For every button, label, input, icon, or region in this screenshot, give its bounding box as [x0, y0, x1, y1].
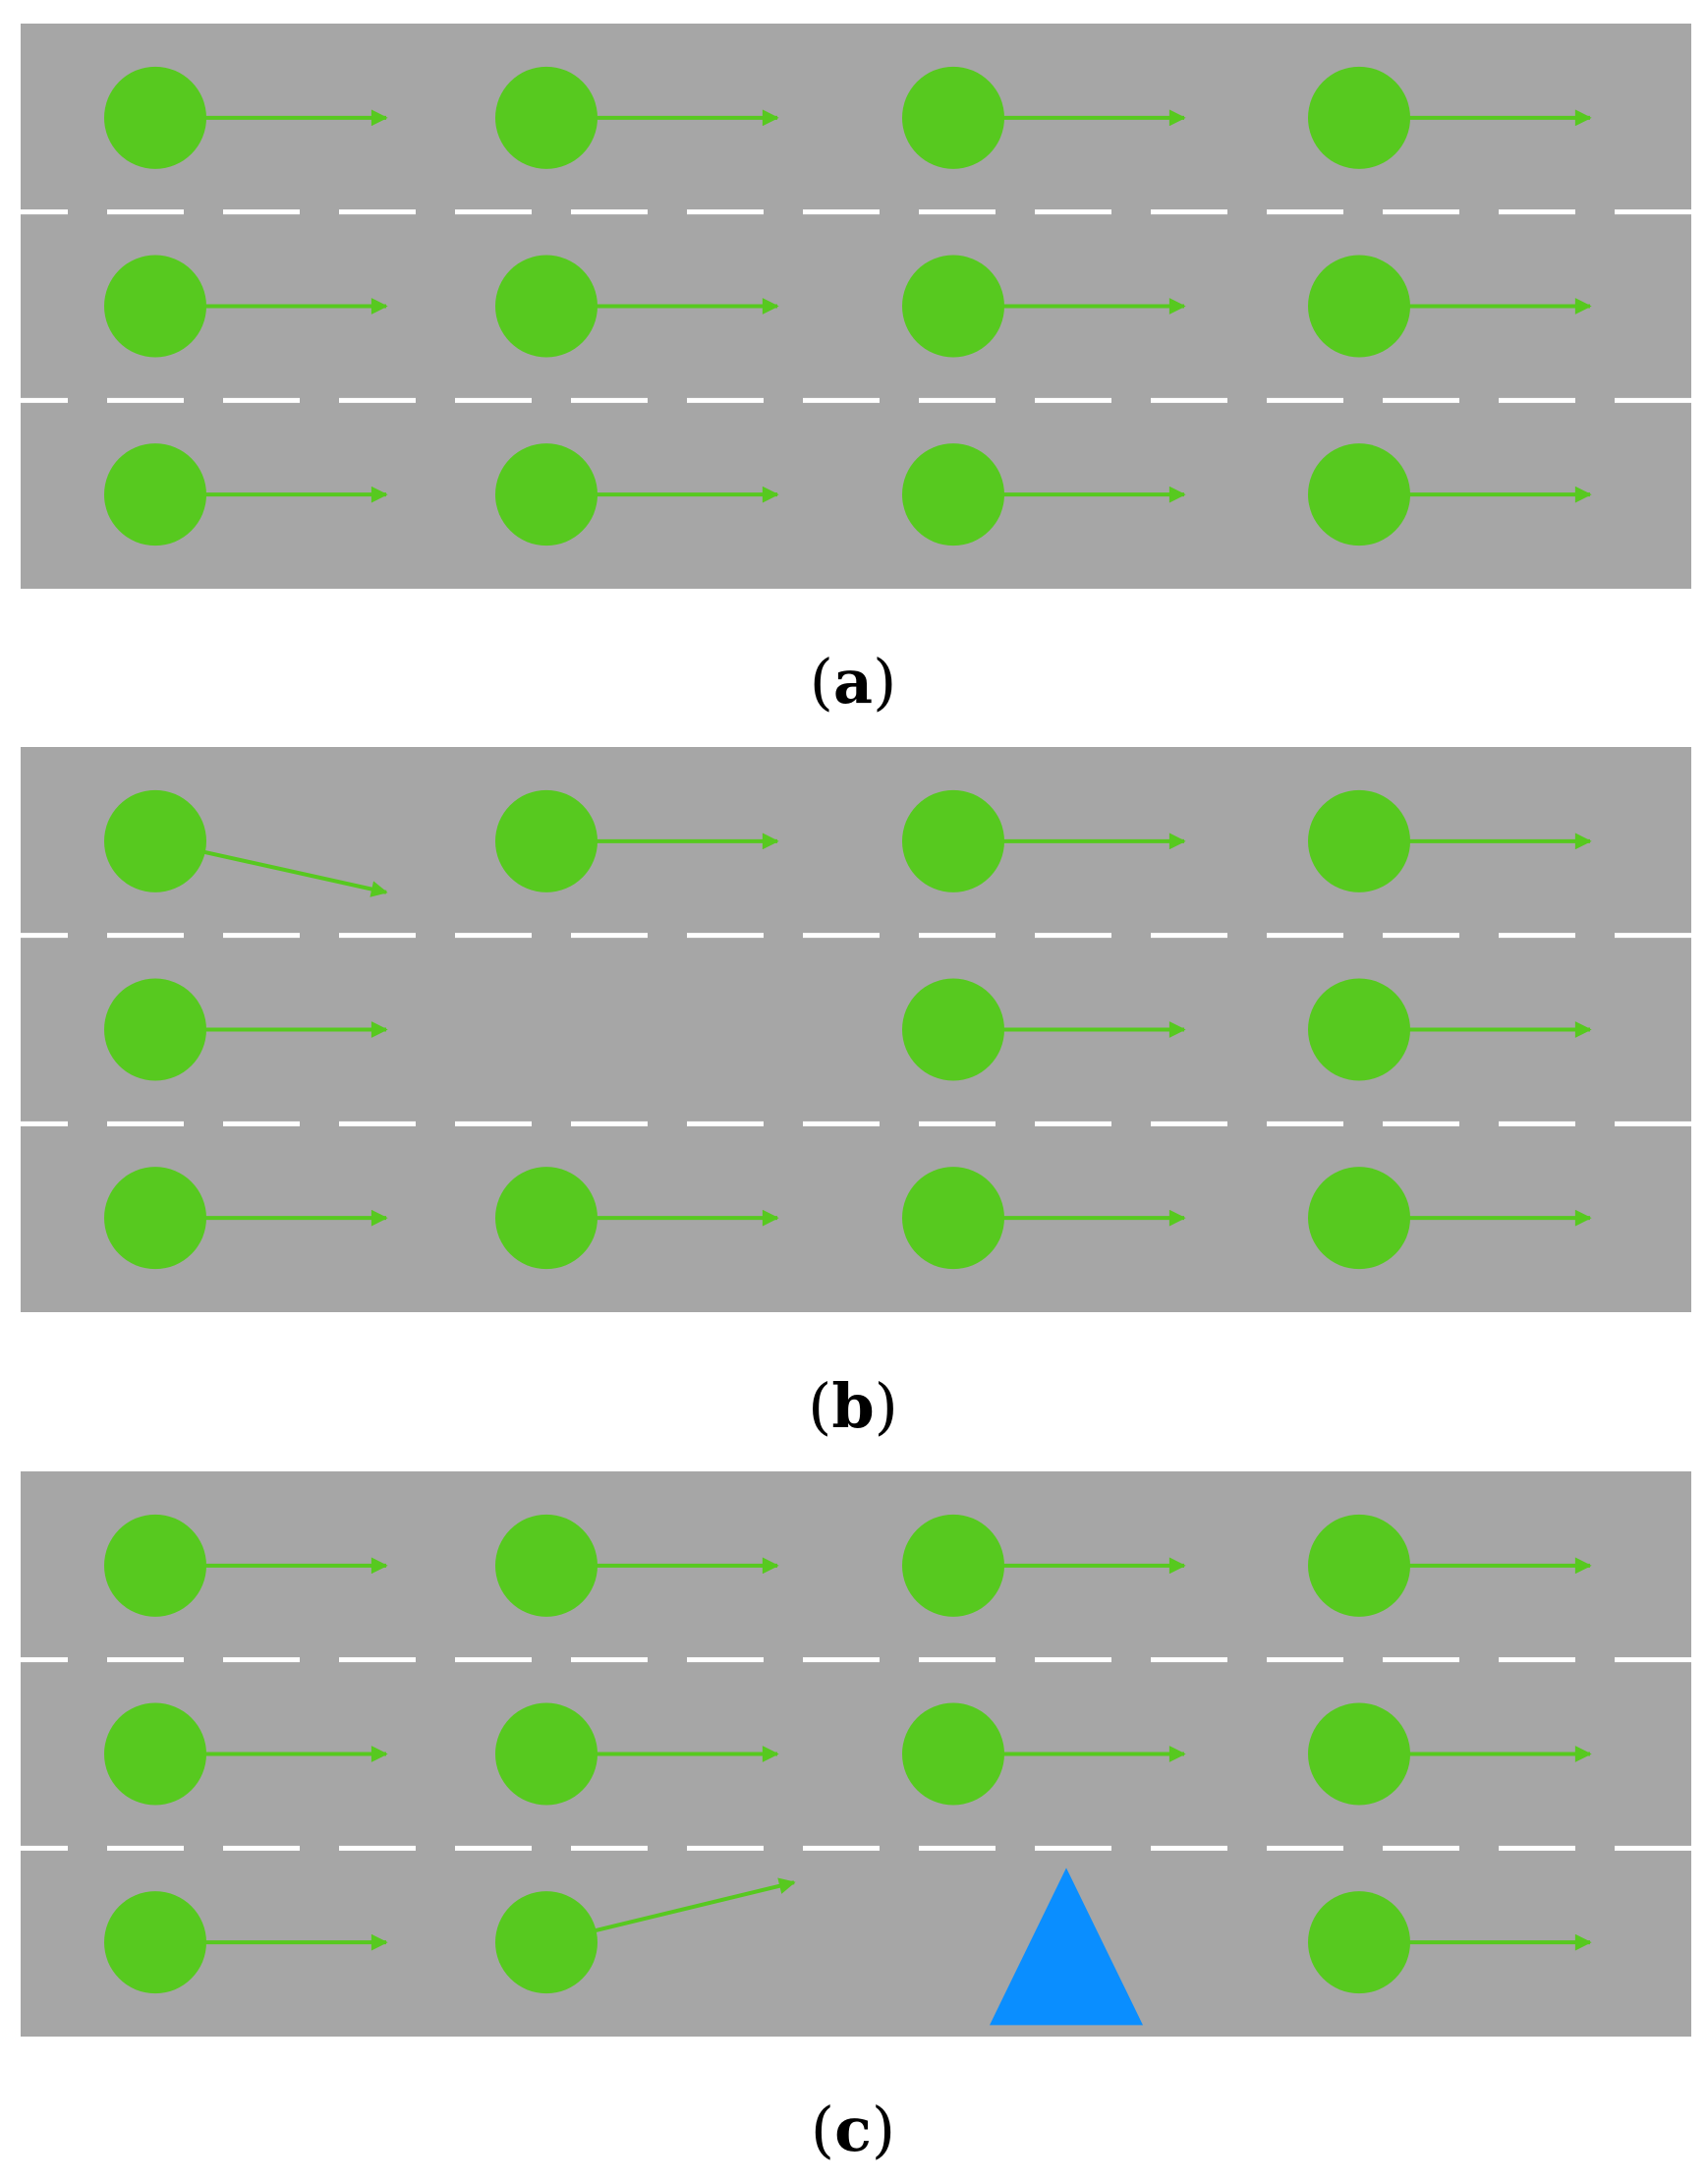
- panel-c: (c): [21, 1471, 1691, 2165]
- vehicle-circle: [902, 1702, 1004, 1806]
- vehicle: [1308, 1514, 1592, 1617]
- vehicle: [104, 789, 388, 897]
- vehicle-circle: [1308, 66, 1410, 169]
- vehicle-circle: [1308, 1167, 1410, 1270]
- caption-close-paren: ): [875, 1370, 898, 1442]
- vehicle: [902, 1702, 1186, 1806]
- vehicle: [1308, 1167, 1592, 1270]
- vehicle: [902, 255, 1186, 358]
- caption-open-paren: (: [811, 2094, 834, 2165]
- vehicle: [495, 1167, 779, 1270]
- vehicle: [104, 1702, 388, 1806]
- vehicle-circle: [104, 1167, 206, 1270]
- vehicle: [1308, 789, 1592, 892]
- caption-open-paren: (: [808, 1370, 831, 1442]
- vehicle: [495, 66, 779, 169]
- vehicle: [495, 255, 779, 358]
- vehicle-circle: [495, 66, 597, 169]
- caption-open-paren: (: [810, 646, 833, 718]
- vehicle-circle: [902, 1514, 1004, 1617]
- caption-letter: b: [831, 1370, 874, 1442]
- panel-caption: (c): [811, 2094, 895, 2165]
- vehicle: [495, 1877, 796, 1994]
- vehicle: [902, 978, 1186, 1081]
- vehicle-circle: [495, 789, 597, 892]
- vehicle-circle: [104, 1702, 206, 1806]
- vehicle: [104, 255, 388, 358]
- panel-caption: (b): [808, 1370, 898, 1442]
- vehicle-circle: [104, 443, 206, 546]
- vehicle-circle: [495, 443, 597, 546]
- vehicle-circle: [495, 1891, 597, 1994]
- vehicle-circle: [1308, 789, 1410, 892]
- vehicle-circle: [104, 1891, 206, 1994]
- vehicle: [495, 789, 779, 892]
- vehicle-circle: [495, 1167, 597, 1270]
- vehicle: [104, 66, 388, 169]
- vehicle: [902, 789, 1186, 892]
- vehicle: [902, 443, 1186, 546]
- vehicle: [104, 978, 388, 1081]
- vehicle-circle: [104, 789, 206, 892]
- panel-caption: (a): [810, 646, 897, 718]
- vehicle: [902, 66, 1186, 169]
- vehicle: [104, 1167, 388, 1270]
- panel-b: (b): [21, 747, 1691, 1442]
- vehicle-circle: [104, 255, 206, 358]
- obstacle-triangle: [990, 1868, 1143, 2026]
- vehicle: [1308, 66, 1592, 169]
- vehicle: [902, 1167, 1186, 1270]
- vehicle: [104, 1891, 388, 1994]
- vehicle: [1308, 443, 1592, 546]
- vehicle: [1308, 978, 1592, 1081]
- caption-letter: c: [834, 2094, 872, 2165]
- panel-a: (a): [21, 24, 1691, 718]
- vehicle-circle: [902, 443, 1004, 546]
- vehicle-circle: [902, 66, 1004, 169]
- vehicle-circle: [1308, 978, 1410, 1081]
- vehicle-circle: [902, 1167, 1004, 1270]
- vehicle: [495, 443, 779, 546]
- caption-close-paren: ): [872, 2094, 895, 2165]
- vehicle: [1308, 1702, 1592, 1806]
- vehicle-circle: [902, 978, 1004, 1081]
- vehicle-circle: [902, 255, 1004, 358]
- vehicle-circle: [1308, 1702, 1410, 1806]
- vehicle: [1308, 255, 1592, 358]
- vehicle-circle: [495, 255, 597, 358]
- vehicle-circle: [902, 789, 1004, 892]
- vehicle-circle: [104, 1514, 206, 1617]
- vehicle: [1308, 1891, 1592, 1994]
- vehicle: [104, 1514, 388, 1617]
- vehicle: [104, 443, 388, 546]
- vehicle-circle: [495, 1514, 597, 1617]
- vehicle-circle: [1308, 443, 1410, 546]
- caption-close-paren: ): [873, 646, 896, 718]
- vehicle-circle: [104, 66, 206, 169]
- vehicle-circle: [1308, 1891, 1410, 1994]
- vehicle-circle: [495, 1702, 597, 1806]
- vehicle-circle: [1308, 255, 1410, 358]
- vehicle: [902, 1514, 1186, 1617]
- vehicle-circle: [1308, 1514, 1410, 1617]
- vehicle-circle: [104, 978, 206, 1081]
- vehicle: [495, 1702, 779, 1806]
- vehicle: [495, 1514, 779, 1617]
- caption-letter: a: [833, 646, 873, 718]
